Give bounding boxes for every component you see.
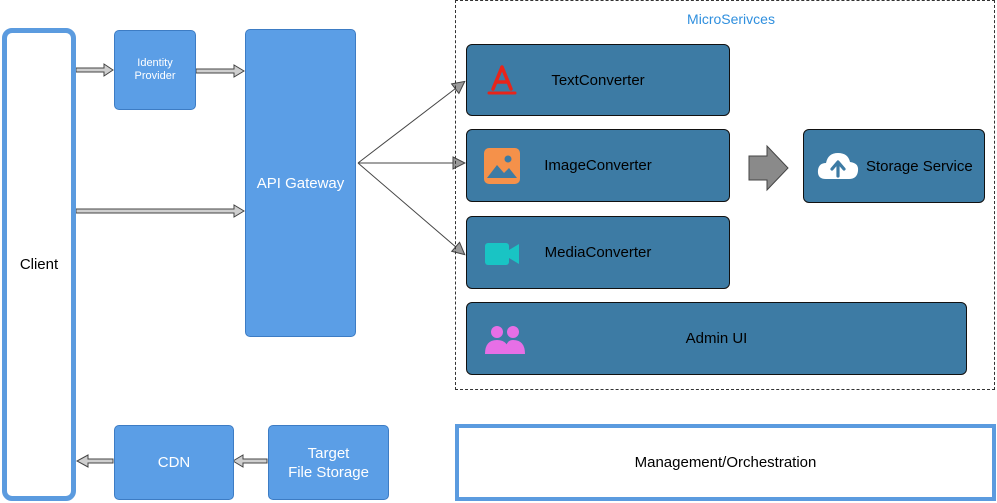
arrow-client-to-gateway	[75, 204, 245, 218]
microservices-title: MicroSerivces	[687, 11, 775, 27]
arrow-idp-to-gateway	[195, 64, 245, 78]
target-label-line2: File Storage	[288, 463, 369, 481]
storage-service-label: Storage Service	[866, 157, 973, 175]
api-gateway-box: API Gateway	[245, 29, 356, 337]
arrow-client-to-idp	[75, 63, 114, 77]
cdn-label: CDN	[157, 454, 191, 471]
target-label-line1: Target	[307, 444, 350, 462]
management-orchestration-box: Management/Orchestration	[455, 424, 996, 501]
management-label: Management/Orchestration	[634, 454, 817, 471]
admin-ui-box: Admin UI	[466, 302, 967, 375]
storage-service-box: Storage Service	[803, 129, 985, 203]
target-file-storage-box: Target File Storage	[268, 425, 389, 500]
arrow-gateway-to-media	[357, 162, 464, 254]
identity-provider-box: Identity Provider	[114, 30, 196, 110]
image-converter-label: ImageConverter	[544, 157, 652, 174]
text-converter-label: TextConverter	[551, 71, 645, 89]
microservices-container	[455, 0, 995, 390]
users-icon	[483, 320, 525, 358]
image-converter-box: ImageConverter	[466, 129, 730, 202]
media-converter-box: MediaConverter	[466, 216, 730, 289]
client-box: Client	[2, 28, 76, 501]
media-converter-label: MediaConverter	[544, 244, 652, 261]
arrow-target-to-cdn	[232, 454, 268, 468]
admin-ui-label: Admin UI	[685, 330, 748, 347]
arrow-image-to-storage	[748, 144, 789, 192]
identity-provider-label-line1: Identity	[137, 57, 173, 69]
text-converter-box: TextConverter	[466, 44, 730, 116]
video-camera-icon	[483, 234, 521, 272]
arrow-cdn-to-client	[75, 454, 114, 468]
image-icon	[483, 147, 521, 185]
api-gateway-label: API Gateway	[256, 174, 345, 192]
arrow-gateway-to-text	[357, 82, 464, 164]
adobe-acrobat-icon	[483, 61, 521, 99]
cdn-box: CDN	[114, 425, 234, 500]
cloud-upload-icon	[816, 147, 859, 185]
identity-provider-label-line2: Provider	[134, 70, 176, 82]
client-label: Client	[19, 256, 59, 273]
